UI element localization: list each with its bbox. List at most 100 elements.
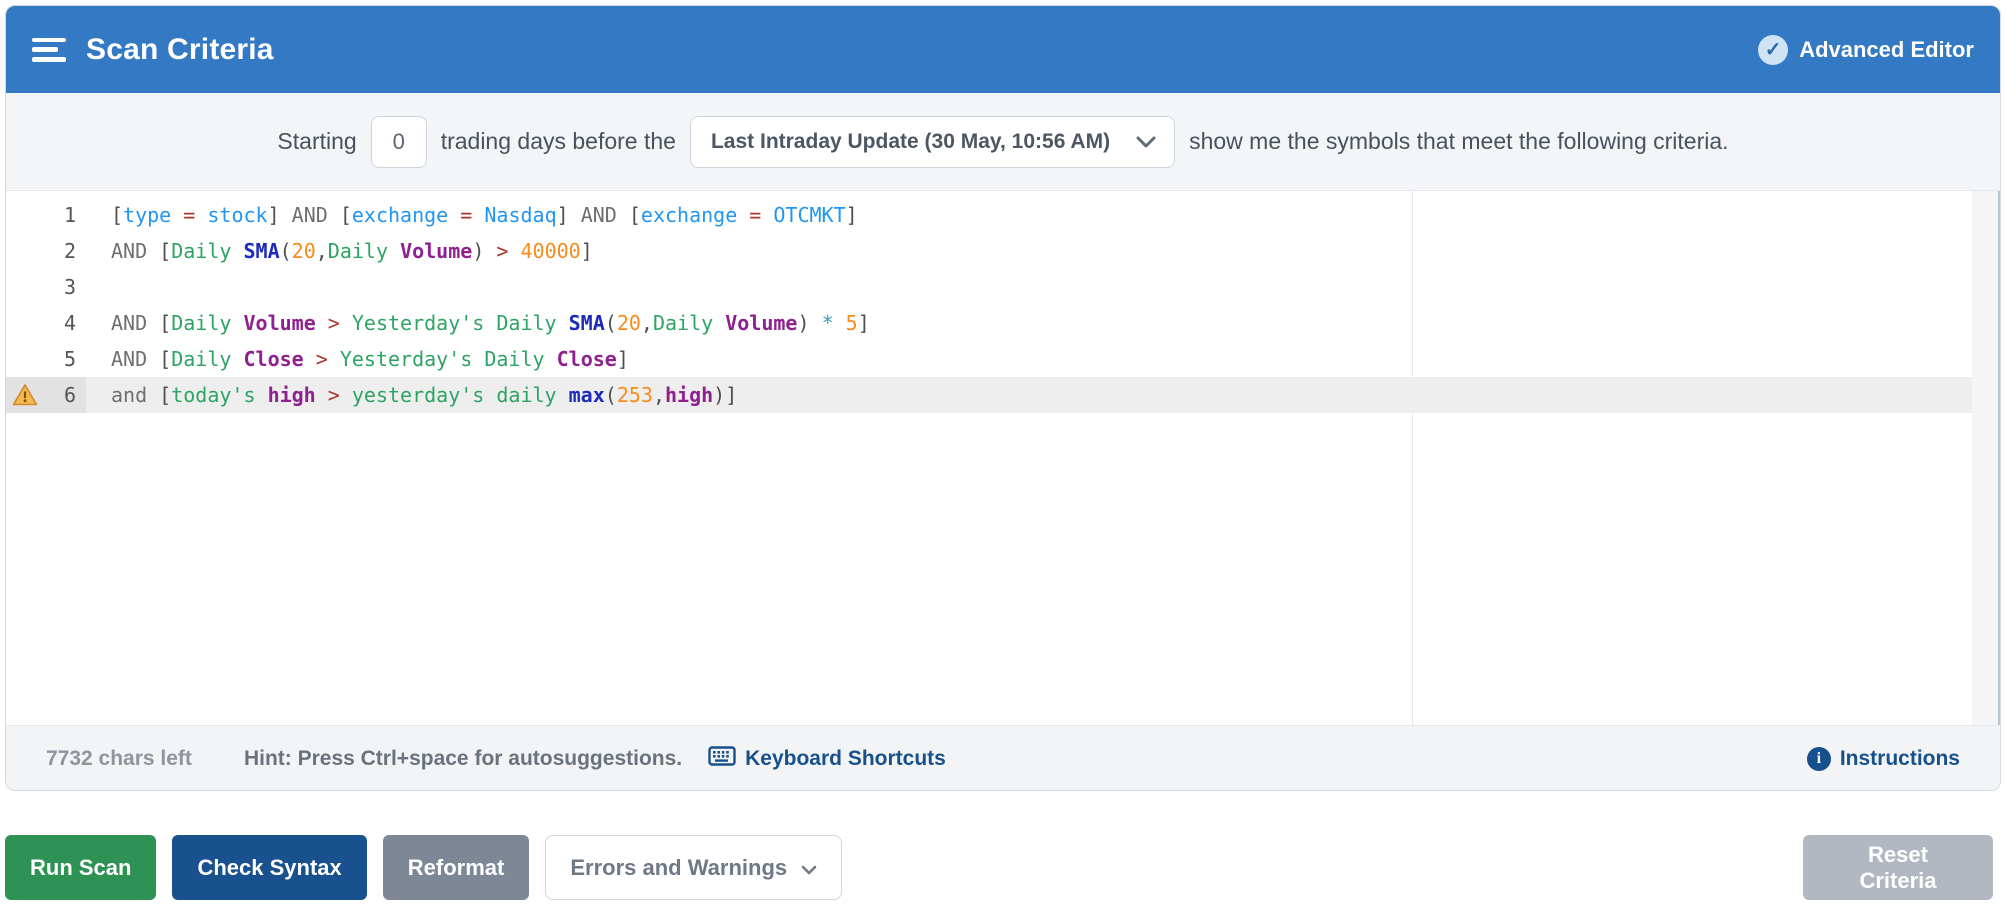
code-line[interactable]: 3 (6, 269, 1972, 305)
menu-icon[interactable] (32, 37, 66, 62)
run-scan-button[interactable]: Run Scan (5, 835, 157, 900)
check-syntax-button[interactable]: Check Syntax (172, 835, 367, 900)
code-line-text: [type = stock] AND [exchange = Nasdaq] A… (86, 197, 858, 233)
code-token: ] (616, 347, 629, 371)
scan-criteria-editor[interactable]: 1[type = stock] AND [exchange = Nasdaq] … (6, 191, 2000, 725)
code-token: [ (159, 311, 172, 335)
code-token: ] (845, 203, 858, 227)
check-circle-icon: ✓ (1758, 34, 1789, 65)
code-token: and (111, 383, 160, 407)
code-token (256, 383, 268, 407)
line-number: 4 (63, 311, 76, 335)
instructions-link[interactable]: i Instructions (1806, 747, 1960, 771)
reformat-button[interactable]: Reformat (382, 835, 530, 900)
advanced-editor-label: Advanced Editor (1799, 36, 1974, 62)
code-token: Daily (327, 239, 389, 263)
code-token (484, 383, 496, 407)
code-token: SMA (243, 239, 280, 263)
code-token: = (183, 203, 196, 227)
code-token: [ (159, 383, 172, 407)
info-icon: i (1806, 747, 1831, 771)
update-time-value: Last Intraday Update (30 May, 10:56 AM) (710, 129, 1111, 153)
editor-scrollbar-rail[interactable] (1972, 191, 2000, 725)
code-token: Daily (652, 311, 714, 335)
code-token (316, 383, 328, 407)
code-token: ) (472, 239, 485, 263)
code-token (484, 311, 496, 335)
code-token: max (568, 383, 605, 407)
code-token: ] (725, 383, 738, 407)
chevron-down-icon (801, 855, 817, 881)
code-line[interactable]: 5 AND [Daily Close > Yesterday's Daily Cl… (6, 341, 1972, 377)
code-token (231, 311, 243, 335)
code-token (713, 311, 725, 335)
code-token (340, 383, 352, 407)
code-line-text (86, 269, 111, 305)
code-token: ( (604, 311, 617, 335)
code-token: , (640, 311, 653, 335)
code-token: 20 (616, 311, 641, 335)
reset-criteria-button[interactable]: Reset Criteria (1803, 835, 1993, 900)
code-token: ) (713, 383, 726, 407)
code-token: exchange (640, 203, 738, 227)
code-token (472, 347, 484, 371)
code-token: high (267, 383, 316, 407)
action-buttons-row: Run Scan Check Syntax Reformat Errors an… (5, 835, 2001, 900)
code-line[interactable]: 1[type = stock] AND [exchange = Nasdaq] … (6, 197, 1972, 233)
errors-warnings-dropdown[interactable]: Errors and Warnings (545, 835, 843, 900)
code-token: stock (207, 203, 268, 227)
code-token (557, 383, 569, 407)
line-number: 1 (63, 203, 76, 227)
code-line-text: AND [Daily SMA(20,Daily Volume) > 40000] (86, 233, 593, 269)
errors-warnings-label: Errors and Warnings (570, 854, 788, 880)
code-token: Volume (400, 239, 473, 263)
code-token (388, 239, 400, 263)
code-token: today's (171, 383, 256, 407)
code-token (761, 203, 773, 227)
code-token: ] (556, 203, 569, 227)
code-token: ) (797, 311, 810, 335)
code-token: = (749, 203, 762, 227)
code-token: 40000 (520, 239, 581, 263)
code-token: [ (111, 203, 124, 227)
code-token: AND (568, 203, 629, 227)
criteria-sentence-label: show me the symbols that meet the follow… (1189, 128, 1729, 154)
update-time-select[interactable]: Last Intraday Update (30 May, 10:56 AM) (689, 115, 1176, 168)
line-number: 6 (6, 377, 86, 413)
line-number: 2 (63, 239, 76, 263)
code-token: OTCMKT (773, 203, 846, 227)
line-number: 5 (63, 347, 76, 371)
code-token: AND (111, 347, 160, 371)
code-token: Yesterday's (339, 347, 473, 371)
code-token: yesterday's (351, 383, 485, 407)
trading-days-input[interactable] (370, 115, 427, 168)
code-token (316, 311, 328, 335)
code-token: > (315, 347, 328, 371)
code-token: ] (267, 203, 280, 227)
code-token (472, 203, 484, 227)
chars-left-counter: 7732 chars left (46, 747, 192, 770)
code-token: [ (159, 347, 172, 371)
code-lines[interactable]: 1[type = stock] AND [exchange = Nasdaq] … (6, 191, 1972, 725)
code-line-text: AND [Daily Volume > Yesterday's Daily SM… (86, 305, 870, 341)
trading-days-label: trading days before the (440, 128, 676, 154)
code-token: type (123, 203, 172, 227)
code-token: [ (339, 203, 352, 227)
code-token: , (315, 239, 328, 263)
editor-status-bar: 7732 chars left Hint: Press Ctrl+space f… (6, 725, 2000, 790)
code-line-text: AND [Daily Close > Yesterday's Daily Clo… (86, 341, 629, 377)
code-token: Close (243, 347, 304, 371)
keyboard-shortcuts-link[interactable]: Keyboard Shortcuts (708, 746, 946, 772)
scan-criteria-panel: Scan Criteria ✓ Advanced Editor Starting… (5, 5, 2001, 791)
code-token: 20 (291, 239, 316, 263)
code-token (545, 347, 557, 371)
code-token: SMA (568, 311, 605, 335)
code-token (484, 239, 496, 263)
code-token: [ (159, 239, 172, 263)
editor-column-divider (1412, 191, 1413, 725)
advanced-editor-toggle[interactable]: ✓ Advanced Editor (1758, 34, 1974, 65)
